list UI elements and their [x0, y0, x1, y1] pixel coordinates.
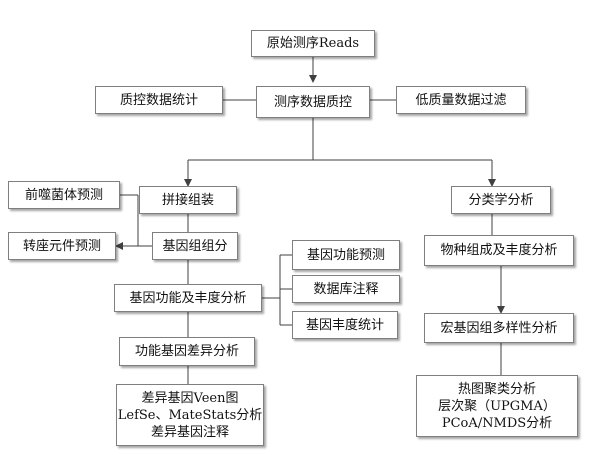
node-transposon-prediction: 转座元件预测 [8, 232, 116, 260]
node-gene-set-label: 基因组组分 [162, 238, 228, 254]
clustering-output-item: PCoA/NMDS分析 [441, 415, 553, 431]
node-prophage-prediction: 前噬菌体预测 [8, 181, 120, 209]
node-raw-reads-label: 原始测序Reads [266, 36, 360, 51]
node-diff-outputs: 差异基因Veen图 LefSe、MateStats分析 差异基因注释 [116, 384, 264, 446]
node-assembly: 拼接组装 [139, 186, 237, 214]
node-seq-qc-label: 测序数据质控 [273, 94, 352, 110]
node-low-quality-filter: 低质量数据过滤 [396, 86, 526, 114]
node-gene-abundance-stats-label: 基因丰度统计 [305, 317, 384, 333]
node-qc-stats: 质控数据统计 [95, 86, 223, 114]
diff-output-item: 差异基因Veen图 [141, 390, 239, 406]
node-assembly-label: 拼接组装 [161, 192, 214, 208]
node-species-composition: 物种组成及丰度分析 [424, 235, 574, 266]
node-metagenome-diversity-label: 宏基因组多样性分析 [440, 320, 558, 336]
node-low-quality-filter-label: 低质量数据过滤 [415, 92, 507, 108]
node-species-composition-label: 物种组成及丰度分析 [440, 243, 558, 258]
node-prophage-prediction-label: 前噬菌体预测 [24, 187, 103, 203]
node-clustering-outputs: 热图聚类分析 层次聚（UPGMA） PCoA/NMDS分析 [416, 375, 578, 437]
clustering-output-item: 层次聚（UPGMA） [438, 398, 556, 414]
diff-output-item: 差异基因注释 [150, 424, 229, 440]
node-function-abundance-label: 基因功能及丰度分析 [129, 290, 247, 306]
node-metagenome-diversity: 宏基因组多样性分析 [424, 313, 574, 343]
node-seq-qc: 测序数据质控 [256, 86, 370, 118]
diff-output-item: LefSe、MateStats分析 [117, 407, 263, 423]
node-taxonomy-analysis-label: 分类学分析 [468, 192, 534, 208]
node-gene-set: 基因组组分 [152, 232, 238, 260]
node-database-annotation: 数据库注释 [292, 275, 400, 303]
clustering-output-item: 热图聚类分析 [457, 381, 536, 397]
node-gene-function-prediction-label: 基因功能预测 [306, 247, 385, 263]
node-gene-abundance-stats: 基因丰度统计 [292, 311, 398, 339]
node-database-annotation-label: 数据库注释 [313, 281, 379, 297]
node-taxonomy-analysis: 分类学分析 [451, 186, 551, 214]
node-functional-gene-diff-label: 功能基因差异分析 [134, 344, 239, 359]
node-function-abundance: 基因功能及丰度分析 [114, 284, 262, 312]
node-transposon-prediction-label: 转座元件预测 [22, 238, 101, 254]
node-raw-reads: 原始测序Reads [251, 30, 375, 57]
node-gene-function-prediction: 基因功能预测 [292, 240, 400, 270]
node-functional-gene-diff: 功能基因差异分析 [119, 337, 255, 366]
node-qc-stats-label: 质控数据统计 [119, 92, 198, 108]
